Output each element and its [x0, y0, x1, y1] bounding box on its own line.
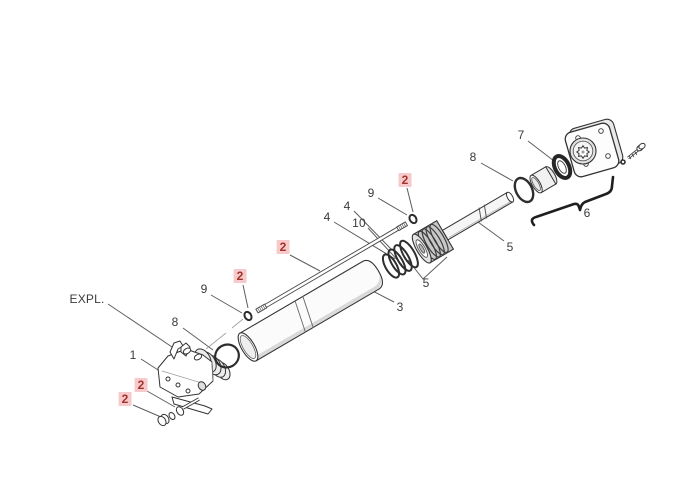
callout-part-9-right: 9: [367, 186, 375, 200]
bushing: [529, 166, 558, 194]
callout-part-6: 6: [583, 206, 591, 220]
mounting-screw: [157, 397, 200, 427]
callout-part-7: 7: [517, 128, 525, 142]
small-o-ring-left: [243, 310, 253, 322]
callout-part-8-left: 8: [171, 315, 179, 329]
callout-part-2-screw: 2: [134, 378, 148, 392]
piston: [411, 219, 455, 264]
flange: [564, 118, 624, 178]
head-block: [157, 340, 231, 415]
o-ring-right: [513, 176, 535, 204]
screw-washer: [620, 159, 626, 165]
callout-part-2-screwhead: 2: [118, 392, 132, 406]
callout-part-2-upper: 2: [398, 173, 412, 187]
callout-part-2-rod-end: 2: [233, 269, 247, 283]
callout-part-5-piston: 5: [422, 276, 430, 290]
callout-part-4-upper: 4: [343, 199, 351, 213]
o-ring-left: [214, 343, 240, 369]
assembly-axis-line: [205, 318, 244, 350]
flange-screw: [620, 142, 646, 165]
callout-part-4-lower: 4: [323, 210, 331, 224]
callout-part-10: 10: [352, 216, 366, 230]
callout-part-5-rod: 5: [506, 240, 514, 254]
callout-part-1: 1: [129, 348, 137, 362]
shaft-seal: [551, 154, 573, 180]
callout-part-3: 3: [396, 300, 404, 314]
tie-rod: [255, 221, 409, 314]
piston-rod: [441, 191, 515, 241]
callout-part-2-tie-rod: 2: [276, 240, 290, 254]
callout-part-9-left: 9: [200, 282, 208, 296]
leader-lines: [107, 140, 555, 418]
callout-expl: EXPL.: [69, 292, 105, 306]
small-o-ring-right: [408, 213, 418, 225]
callout-part-8-right: 8: [469, 150, 477, 164]
piston-seal-stack: [381, 239, 419, 279]
assembly-brace: [530, 175, 615, 227]
cylinder-tube: [237, 259, 383, 362]
